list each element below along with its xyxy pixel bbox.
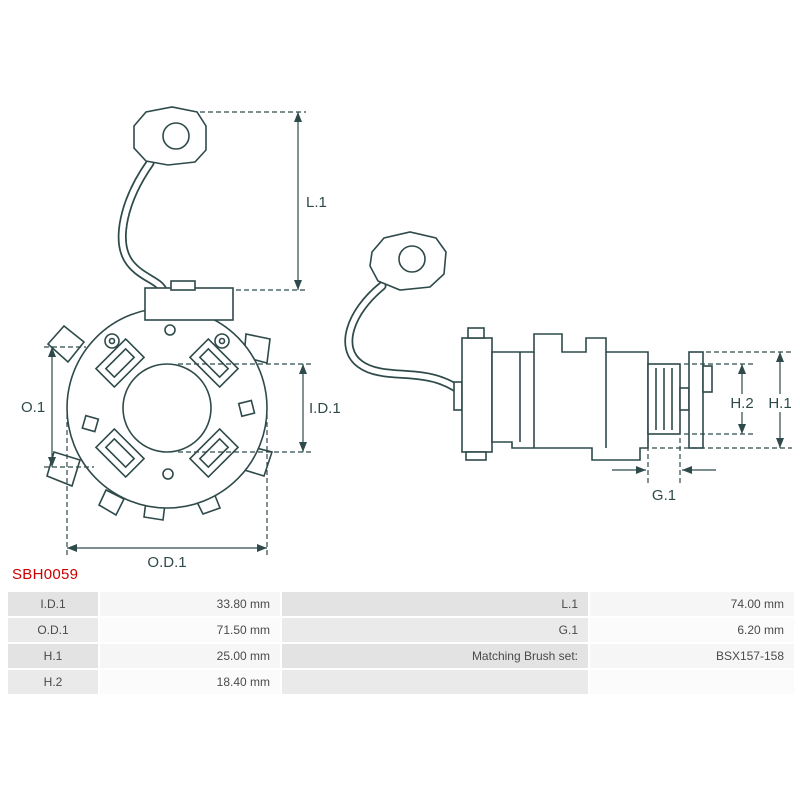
spec-label: Matching Brush set: bbox=[282, 644, 588, 668]
dim-label-h1: H.1 bbox=[768, 395, 791, 412]
spec-label bbox=[282, 670, 588, 694]
spec-value: BSX157-158 bbox=[590, 644, 794, 668]
spec-label: L.1 bbox=[282, 592, 588, 616]
spec-value: 71.50 mm bbox=[100, 618, 280, 642]
spec-table: I.D.1 33.80 mm L.1 74.00 mm O.D.1 71.50 … bbox=[8, 592, 794, 694]
brush-pocket bbox=[188, 427, 240, 479]
spec-value: 25.00 mm bbox=[100, 644, 280, 668]
dim-label-l1: L.1 bbox=[306, 194, 327, 211]
spec-value: 74.00 mm bbox=[590, 592, 794, 616]
dim-label-id1: I.D.1 bbox=[309, 400, 341, 417]
dim-label-h2: H.2 bbox=[730, 395, 753, 412]
spec-value: 33.80 mm bbox=[100, 592, 280, 616]
side-body bbox=[491, 333, 649, 461]
terminal-hole bbox=[398, 245, 426, 273]
holder-top-block bbox=[144, 287, 234, 321]
dim-label-g1: G.1 bbox=[652, 487, 676, 504]
spec-label: H.1 bbox=[8, 644, 98, 668]
holder-inner-circle bbox=[122, 363, 212, 453]
spec-value: 18.40 mm bbox=[100, 670, 280, 694]
spec-value bbox=[590, 670, 794, 694]
dim-label-od1: O.D.1 bbox=[147, 554, 186, 571]
side-view bbox=[344, 231, 713, 461]
part-code: SBH0059 bbox=[12, 566, 79, 583]
front-view bbox=[46, 106, 274, 521]
terminal-hole bbox=[162, 122, 190, 150]
side-left-plate bbox=[461, 337, 493, 453]
technical-drawing: L.1 O.1 I.D.1 O.D.1 H.2 bbox=[21, 106, 792, 571]
spec-label: O.D.1 bbox=[8, 618, 98, 642]
brush-pocket bbox=[94, 337, 146, 389]
dimensions: L.1 O.1 I.D.1 O.D.1 H.2 bbox=[21, 111, 792, 571]
brush-pocket bbox=[94, 427, 146, 479]
spec-label: H.2 bbox=[8, 670, 98, 694]
brush-pocket bbox=[188, 337, 240, 389]
spec-value: 6.20 mm bbox=[590, 618, 794, 642]
dim-label-o1: O.1 bbox=[21, 399, 45, 416]
spec-label: G.1 bbox=[282, 618, 588, 642]
spec-label: I.D.1 bbox=[8, 592, 98, 616]
